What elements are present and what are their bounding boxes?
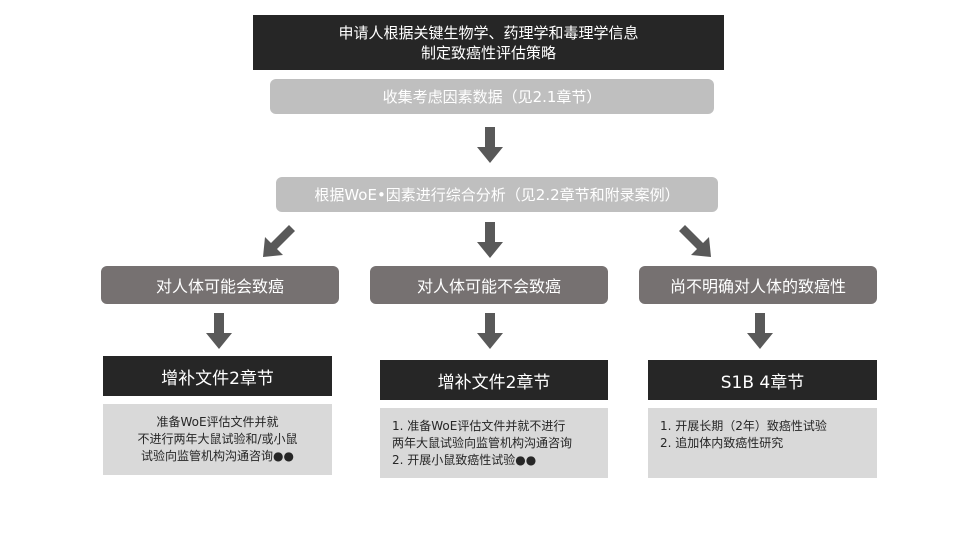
title-line-2: 制定致癌性评估策略 — [420, 43, 556, 62]
arrow-down-icon — [477, 222, 503, 258]
action-label: 增补文件2章节 — [161, 368, 274, 389]
collect-factors-label: 收集考虑因素数据（见2.1章节） — [382, 88, 602, 106]
arrow-down-icon — [477, 127, 503, 163]
arrow-down-icon — [747, 313, 773, 349]
action-box-supplement-2: 增补文件2章节 — [103, 356, 332, 396]
woe-analysis-label: 根据WoE•因素进行综合分析（见2.2章节和附录案例） — [314, 186, 680, 204]
outcome-label: 对人体可能不会致癌 — [416, 277, 561, 296]
title-box: 申请人根据关键生物学、药理学和毒理学信息 制定致癌性评估策略 — [253, 15, 724, 70]
note-box-left: 准备WoE评估文件并就 不进行两年大鼠试验和/或小鼠 试验向监管机构沟通咨询●● — [103, 404, 332, 475]
collect-factors-box: 收集考虑因素数据（见2.1章节） — [270, 79, 714, 114]
action-label: 增补文件2章节 — [437, 372, 551, 393]
outcome-box-not-carcinogenic: 对人体可能不会致癌 — [370, 266, 608, 304]
arrow-down-right-icon — [679, 225, 711, 257]
arrow-down-icon — [206, 313, 232, 349]
note-line: 不进行两年大鼠试验和/或小鼠 — [137, 432, 298, 446]
outcome-box-carcinogenic: 对人体可能会致癌 — [101, 266, 339, 304]
outcome-label: 对人体可能会致癌 — [155, 277, 284, 296]
note-box-middle: 1. 准备WoE评估文件并就不进行 两年大鼠试验向监管机构沟通咨询 2. 开展小… — [380, 408, 608, 478]
note-line: 1. 准备WoE评估文件并就不进行 — [392, 418, 566, 433]
note-line: 试验向监管机构沟通咨询●● — [141, 449, 294, 463]
note-line: 1. 开展长期（2年）致癌性试验 — [660, 419, 827, 433]
outcome-label: 尚不明确对人体的致癌性 — [669, 277, 846, 296]
woe-analysis-box: 根据WoE•因素进行综合分析（见2.2章节和附录案例） — [276, 177, 718, 212]
note-box-right: 1. 开展长期（2年）致癌性试验 2. 追加体内致癌性研究 — [648, 408, 877, 478]
action-box-supplement-2: 增补文件2章节 — [380, 360, 608, 400]
arrow-down-left-icon — [263, 225, 295, 257]
outcome-box-uncertain: 尚不明确对人体的致癌性 — [639, 266, 877, 304]
note-line: 两年大鼠试验向监管机构沟通咨询 — [392, 435, 573, 450]
action-box-s1b-4: S1B 4章节 — [648, 360, 877, 400]
title-line-1: 申请人根据关键生物学、药理学和毒理学信息 — [338, 23, 639, 42]
note-line: 2. 开展小鼠致癌性试验●● — [392, 452, 537, 467]
note-line: 2. 追加体内致癌性研究 — [660, 436, 784, 450]
note-line: 准备WoE评估文件并就 — [156, 415, 279, 429]
action-label: S1B 4章节 — [720, 372, 805, 393]
arrow-down-icon — [477, 313, 503, 349]
